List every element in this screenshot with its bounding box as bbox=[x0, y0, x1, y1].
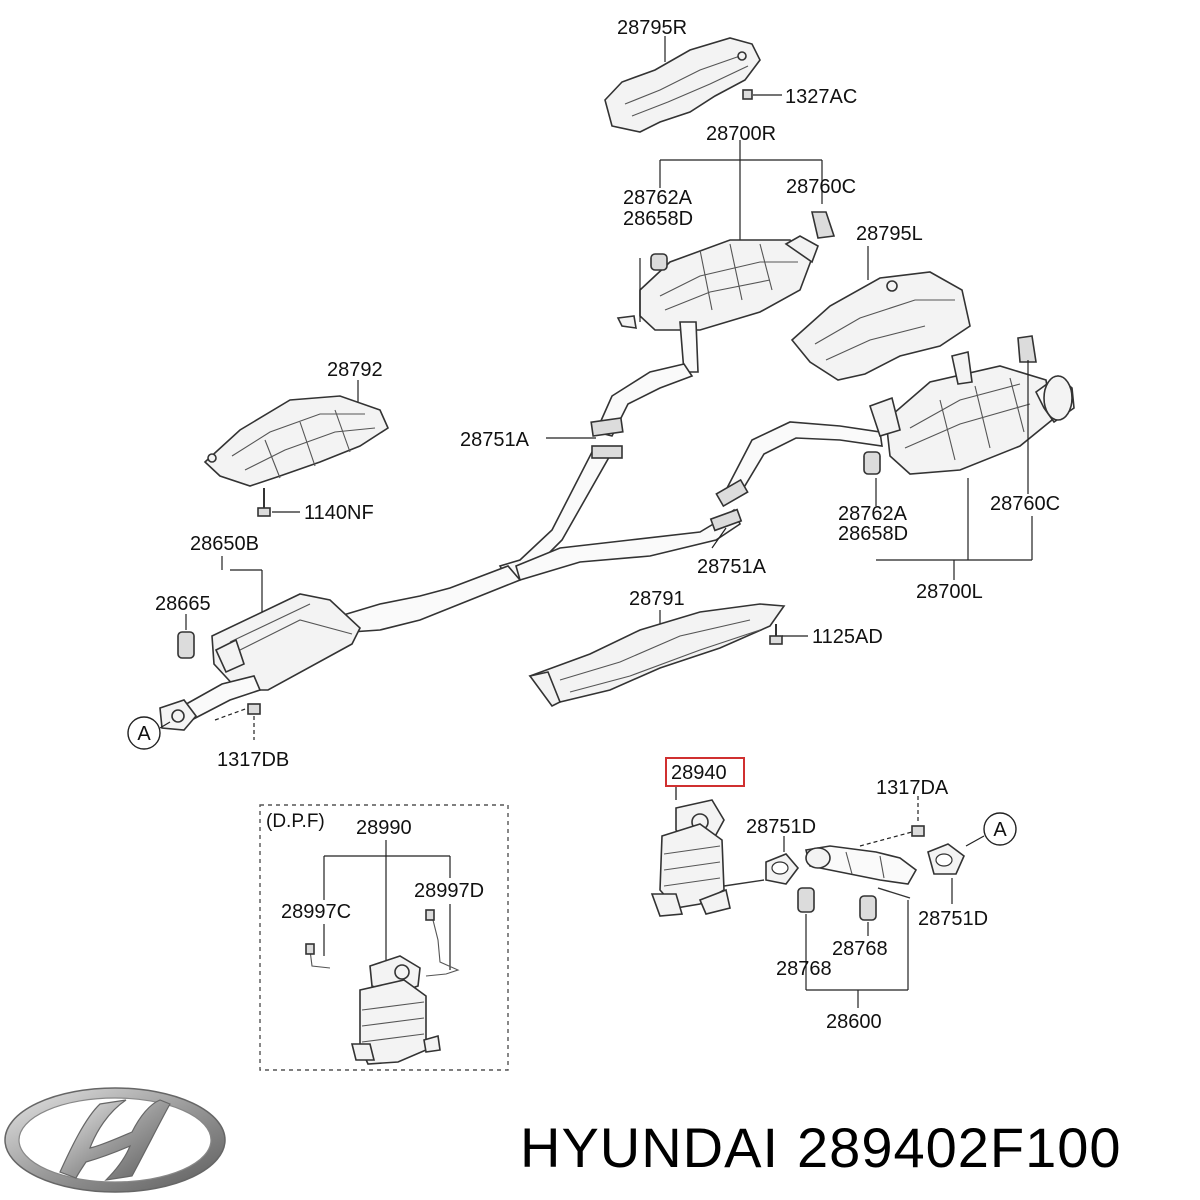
label-28760C-top: 28760C bbox=[786, 176, 856, 198]
reference-circle-A-right: A bbox=[983, 812, 1017, 846]
heat-shield-28791 bbox=[528, 603, 786, 708]
label-28990: 28990 bbox=[356, 817, 412, 839]
heat-shield-28792 bbox=[203, 395, 390, 487]
muffler-28700L bbox=[868, 351, 1075, 475]
label-28997D: 28997D bbox=[414, 880, 484, 902]
hanger-28762A-top bbox=[650, 253, 668, 271]
sensor-28997C bbox=[305, 943, 331, 969]
heat-shield-28795R bbox=[604, 37, 761, 133]
label-1317DB: 1317DB bbox=[217, 749, 289, 771]
dpf-28990 bbox=[350, 955, 441, 1065]
label-28650B: 28650B bbox=[190, 533, 259, 555]
bolt-1125AD bbox=[769, 624, 783, 645]
label-28768-a: 28768 bbox=[832, 938, 888, 960]
hanger-28762A-right bbox=[863, 451, 881, 475]
caption-brand: HYUNDAI bbox=[520, 1116, 780, 1179]
bolt-1140NF bbox=[257, 488, 271, 517]
label-28751A-left: 28751A bbox=[460, 429, 530, 451]
label-28762A-right: 28762A bbox=[838, 503, 908, 525]
nut-1317DA bbox=[911, 825, 925, 837]
nut-1317DB bbox=[247, 703, 261, 715]
reference-A-right-label: A bbox=[993, 819, 1007, 841]
hanger-28760C-right bbox=[1017, 335, 1037, 363]
catalytic-converter-28940 bbox=[650, 786, 765, 917]
part-caption: HYUNDAI 289402F100 bbox=[520, 1108, 1200, 1188]
label-1140NF: 1140NF bbox=[304, 502, 374, 524]
label-1125AD: 1125AD bbox=[812, 626, 883, 648]
nut-1327AC bbox=[742, 89, 753, 100]
label-28940: 28940 bbox=[671, 762, 727, 784]
label-28751D-top: 28751D bbox=[746, 816, 816, 838]
label-28760C-right: 28760C bbox=[990, 493, 1060, 515]
label-1317DA: 1317DA bbox=[876, 777, 949, 799]
dpf-box bbox=[259, 804, 509, 1071]
hyundai-logo-icon bbox=[4, 1087, 226, 1193]
label-28795L: 28795L bbox=[856, 223, 923, 245]
label-28600: 28600 bbox=[826, 1011, 882, 1033]
hanger-28768-b bbox=[859, 895, 877, 921]
label-28791: 28791 bbox=[629, 588, 685, 610]
front-pipe-28600 bbox=[805, 845, 918, 899]
label-dpf: (D.P.F) bbox=[266, 811, 325, 832]
label-28658D-top: 28658D bbox=[623, 208, 693, 230]
caption-part-number: 289402F100 bbox=[797, 1116, 1122, 1179]
muffler-28700R bbox=[639, 235, 819, 373]
exhaust-pipe-main bbox=[159, 363, 883, 731]
label-28700L: 28700L bbox=[916, 581, 983, 603]
highlight-box-28940 bbox=[665, 757, 745, 787]
heat-shield-28795L bbox=[790, 271, 971, 381]
label-28751A-mid: 28751A bbox=[697, 556, 767, 578]
label-1327AC: 1327AC bbox=[785, 86, 857, 108]
label-28751D-right: 28751D bbox=[918, 908, 988, 930]
gasket-28751D-right bbox=[927, 843, 965, 875]
hanger-28760C-top bbox=[810, 211, 836, 239]
label-28768-b: 28768 bbox=[776, 958, 832, 980]
label-28997C: 28997C bbox=[281, 901, 351, 923]
label-28700R: 28700R bbox=[706, 123, 776, 145]
reference-circle-A-left: A bbox=[127, 716, 161, 750]
reference-A-left-label: A bbox=[137, 723, 151, 745]
label-28795R: 28795R bbox=[617, 17, 687, 39]
label-28792: 28792 bbox=[327, 359, 383, 381]
label-28658D-right: 28658D bbox=[838, 523, 908, 545]
gasket-28751D-left bbox=[765, 853, 800, 885]
sensor-28997D bbox=[425, 909, 460, 977]
label-28665: 28665 bbox=[155, 593, 211, 615]
hanger-28768-a bbox=[797, 887, 815, 913]
label-28762A-top: 28762A bbox=[623, 187, 693, 209]
